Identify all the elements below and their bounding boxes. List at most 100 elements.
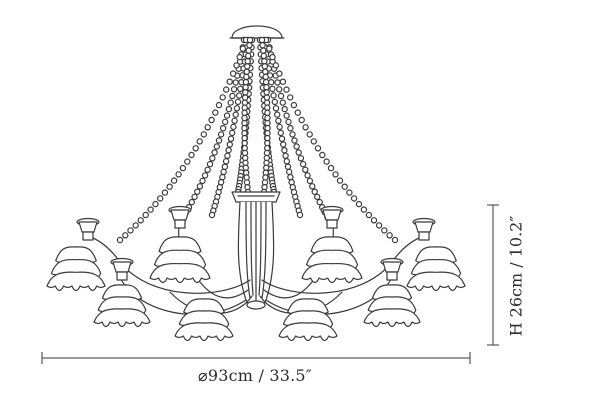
bead [268,78,275,86]
cup-stem [326,219,338,229]
bead [230,123,237,131]
bead [230,86,238,93]
ruffled-shades [46,236,466,342]
bead [196,138,203,145]
bead [270,92,277,99]
bead [188,198,195,206]
bead [208,211,216,219]
bead [294,109,301,116]
bead [242,78,250,86]
bead [231,117,238,125]
bead [302,166,309,173]
bead [350,195,358,202]
bead [243,63,251,70]
bead [209,155,216,162]
cup-stem [418,231,430,241]
shade-ruffle [301,262,363,284]
bead [299,160,307,168]
bead [310,138,317,145]
bead [245,47,252,54]
bead [288,178,295,186]
bead [271,98,278,106]
bead [283,86,290,93]
bead [276,86,283,93]
bead [306,131,313,138]
shade-ruffle [406,271,466,292]
bead [360,206,368,213]
bead [243,68,250,75]
bead [316,198,323,206]
height-label: H 26cm / 10.2″ [506,215,526,337]
bead [241,114,248,122]
bead [241,94,249,101]
glass-shade [278,298,338,342]
bead [132,222,139,229]
candle-cup [168,205,192,229]
shade-ruffle [149,262,211,284]
bead [201,172,209,179]
candle-cups [76,205,436,281]
bead [274,79,281,86]
bead [232,79,239,86]
height-dimension [487,204,499,346]
bead [336,177,344,184]
bead [246,42,253,49]
shade-ruffle [278,322,338,342]
cup-body [78,221,98,233]
bead [370,217,378,224]
cup-stem [386,271,398,281]
bead [259,42,266,49]
bead [269,85,276,93]
bead [272,62,280,69]
bead [184,158,191,165]
cup-body [414,221,434,233]
bead [242,84,249,91]
bead [280,141,287,148]
bead [263,99,271,106]
arm [87,235,251,294]
bead [381,227,388,234]
bead [277,129,284,137]
bead [263,84,270,91]
cup-body [112,261,132,273]
bead [196,183,204,190]
bead [281,105,288,113]
bead [319,151,326,159]
bead [293,143,300,150]
bead [277,92,285,100]
arm [265,271,395,316]
shade-ruffle [174,322,234,342]
bead [295,149,302,156]
bead [283,158,290,165]
bead [241,109,248,117]
bead [332,171,339,178]
bead [275,117,282,125]
bead [215,137,223,144]
width-dimension [41,352,471,364]
width-label: ⌀93cm / 33.5″ [198,366,312,385]
glass-shade [149,236,211,284]
bead [262,68,269,75]
bead [262,78,270,86]
bead [225,146,232,154]
bead [175,171,182,178]
glass-shade [174,298,234,342]
bead [142,211,149,219]
bead [276,70,283,77]
bead [213,143,220,150]
bead [200,131,207,138]
bead [204,124,211,131]
bead [220,168,227,176]
bead [222,86,230,93]
bead [386,232,393,239]
bead [233,62,240,69]
bead [244,58,251,65]
bead [341,183,348,190]
bead [241,99,249,106]
bead [215,101,223,109]
bead-chain [208,36,252,219]
bead [219,94,226,101]
bead [289,131,296,138]
bead [297,155,305,162]
bead [314,193,321,201]
